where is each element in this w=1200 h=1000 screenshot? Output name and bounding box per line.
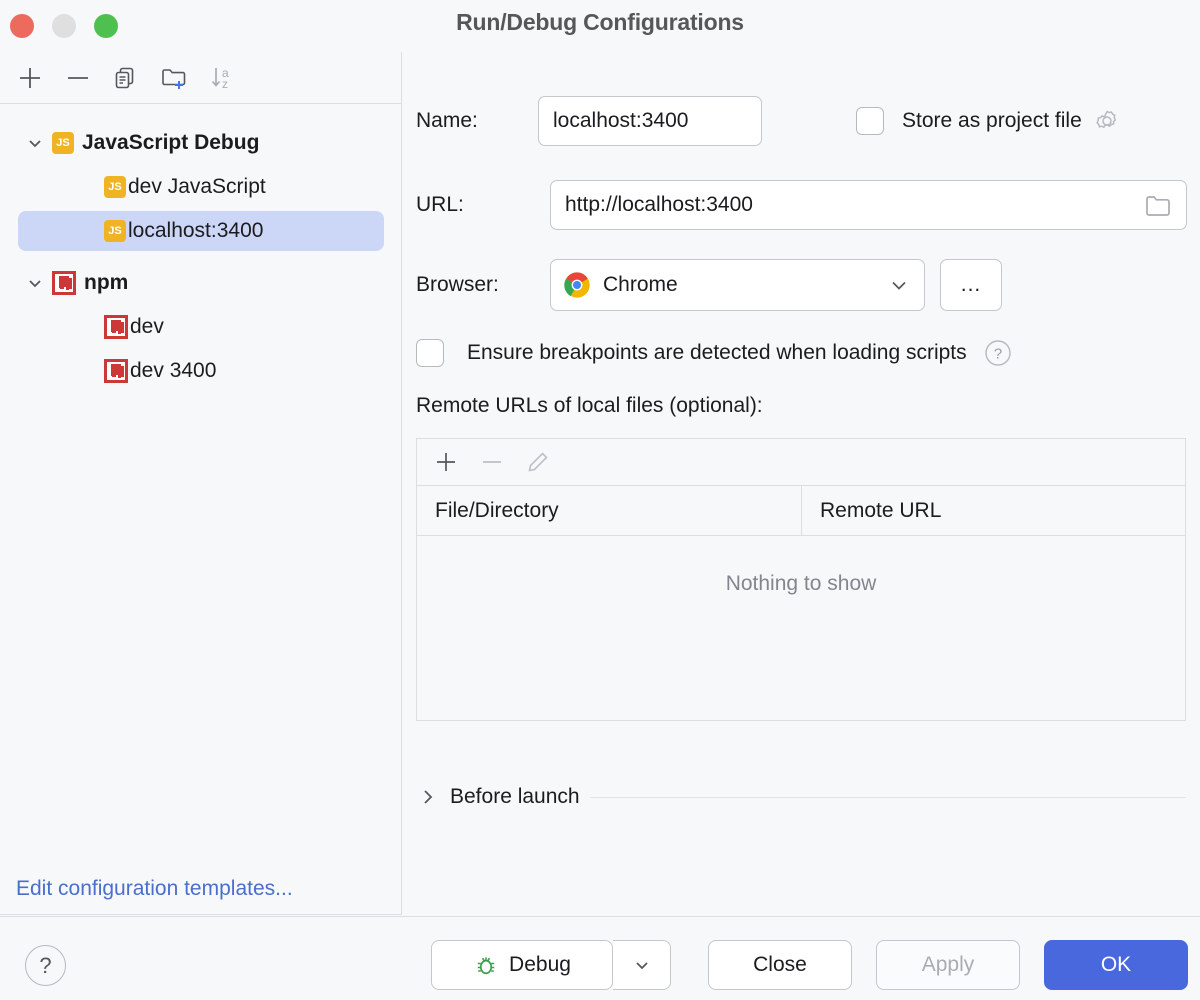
close-button[interactable]: Close [708, 940, 852, 990]
copy-configuration-button[interactable] [104, 58, 148, 98]
add-configuration-button[interactable] [8, 58, 52, 98]
tree-group-label: npm [84, 271, 129, 294]
name-label: Name: [416, 109, 478, 132]
browser-select[interactable]: Chrome [550, 259, 925, 311]
window-controls [10, 14, 118, 38]
remove-row-button [479, 449, 505, 475]
tree-group-javascript-debug[interactable]: JS JavaScript Debug [18, 123, 384, 163]
tree-group-npm[interactable]: npm [18, 263, 384, 303]
before-launch-section[interactable]: Before launch [416, 780, 1186, 814]
empty-state-message: Nothing to show [725, 572, 877, 595]
column-header-remote-url[interactable]: Remote URL [820, 498, 942, 522]
tree-item-label: localhost:3400 [128, 219, 264, 242]
name-input[interactable]: localhost:3400 [538, 96, 762, 146]
minimize-window-button[interactable] [52, 14, 76, 38]
remote-urls-table-header: File/Directory Remote URL [417, 486, 1185, 536]
remote-urls-label: Remote URLs of local files (optional): [416, 394, 763, 417]
page-title: Run/Debug Configurations [456, 9, 744, 35]
edit-row-button [525, 449, 551, 475]
ensure-breakpoints-checkbox[interactable] [416, 339, 444, 367]
url-input[interactable]: http://localhost:3400 [550, 180, 1187, 230]
chevron-right-icon[interactable] [416, 787, 440, 807]
debug-button[interactable]: Debug [431, 940, 613, 990]
close-window-button[interactable] [10, 14, 34, 38]
url-label: URL: [416, 193, 464, 216]
store-as-project-file-row: Store as project file [856, 104, 1122, 138]
configuration-form: Name: localhost:3400 Store as project fi… [403, 52, 1200, 915]
edit-configuration-templates-link[interactable]: Edit configuration templates... [16, 877, 293, 900]
chevron-down-icon[interactable] [18, 273, 52, 293]
configurations-sidebar: a z JS JavaScript Debug JS dev JavaScrip… [0, 52, 402, 915]
browser-more-button[interactable]: ... [940, 259, 1002, 311]
before-launch-label: Before launch [450, 785, 580, 808]
npm-icon [52, 271, 76, 295]
tree-item-dev-3400[interactable]: dev 3400 [18, 351, 384, 391]
name-row: Name: localhost:3400 [416, 96, 1186, 146]
url-input-value: http://localhost:3400 [565, 193, 753, 216]
browser-label: Browser: [416, 273, 499, 296]
new-folder-button[interactable] [152, 58, 196, 98]
js-icon: JS [52, 132, 74, 154]
before-launch-divider [589, 796, 1186, 798]
bug-icon [473, 952, 499, 978]
store-as-project-file-checkbox[interactable] [856, 107, 884, 135]
svg-text:?: ? [993, 346, 1001, 363]
browser-select-value: Chrome [603, 273, 678, 296]
store-as-project-file-label: Store as project file [902, 109, 1082, 132]
ok-button[interactable]: OK [1044, 940, 1188, 990]
remote-urls-table-body: Nothing to show [417, 536, 1185, 596]
configurations-tree: JS JavaScript Debug JS dev JavaScript JS… [0, 105, 402, 855]
tree-item-localhost-3400[interactable]: JS localhost:3400 [18, 211, 384, 251]
apply-button: Apply [876, 940, 1020, 990]
tree-item-label: dev 3400 [130, 359, 217, 382]
url-row: URL: http://localhost:3400 [416, 180, 1196, 230]
folder-icon[interactable] [1144, 193, 1172, 219]
npm-icon [104, 359, 128, 383]
tree-item-dev[interactable]: dev [18, 307, 384, 347]
remote-urls-table-toolbar [417, 439, 1185, 486]
sidebar-divider [0, 914, 402, 915]
js-icon: JS [104, 176, 126, 198]
npm-icon [104, 315, 128, 339]
chevron-down-icon[interactable] [888, 274, 910, 296]
browser-row: Browser: Chrome [416, 259, 1002, 311]
debug-dropdown-button[interactable] [613, 940, 671, 990]
svg-text:z: z [222, 77, 228, 91]
remove-configuration-button[interactable] [56, 58, 100, 98]
remote-urls-table: File/Directory Remote URL Nothing to sho… [416, 438, 1186, 721]
question-icon[interactable]: ? [984, 339, 1012, 367]
tree-item-label: dev [130, 315, 164, 338]
tree-group-label: JavaScript Debug [82, 131, 260, 154]
sidebar-toolbar: a z [0, 52, 402, 104]
chrome-icon [563, 271, 591, 299]
sort-alphabetically-button[interactable]: a z [200, 58, 244, 98]
js-icon: JS [104, 220, 126, 242]
ensure-breakpoints-row: Ensure breakpoints are detected when loa… [416, 336, 1012, 370]
gear-icon[interactable] [1092, 106, 1122, 136]
debug-button-label: Debug [509, 953, 571, 976]
tree-item-label: dev JavaScript [128, 175, 266, 198]
help-button[interactable]: ? [25, 945, 66, 986]
chevron-down-icon [632, 955, 652, 975]
add-row-button[interactable] [433, 449, 459, 475]
title-bar: Run/Debug Configurations [0, 0, 1200, 52]
chevron-down-icon[interactable] [18, 133, 52, 153]
zoom-window-button[interactable] [94, 14, 118, 38]
tree-item-dev-javascript[interactable]: JS dev JavaScript [18, 167, 384, 207]
ensure-breakpoints-label: Ensure breakpoints are detected when loa… [467, 341, 967, 364]
column-header-file-directory[interactable]: File/Directory [417, 486, 802, 535]
svg-text:a: a [222, 66, 229, 80]
